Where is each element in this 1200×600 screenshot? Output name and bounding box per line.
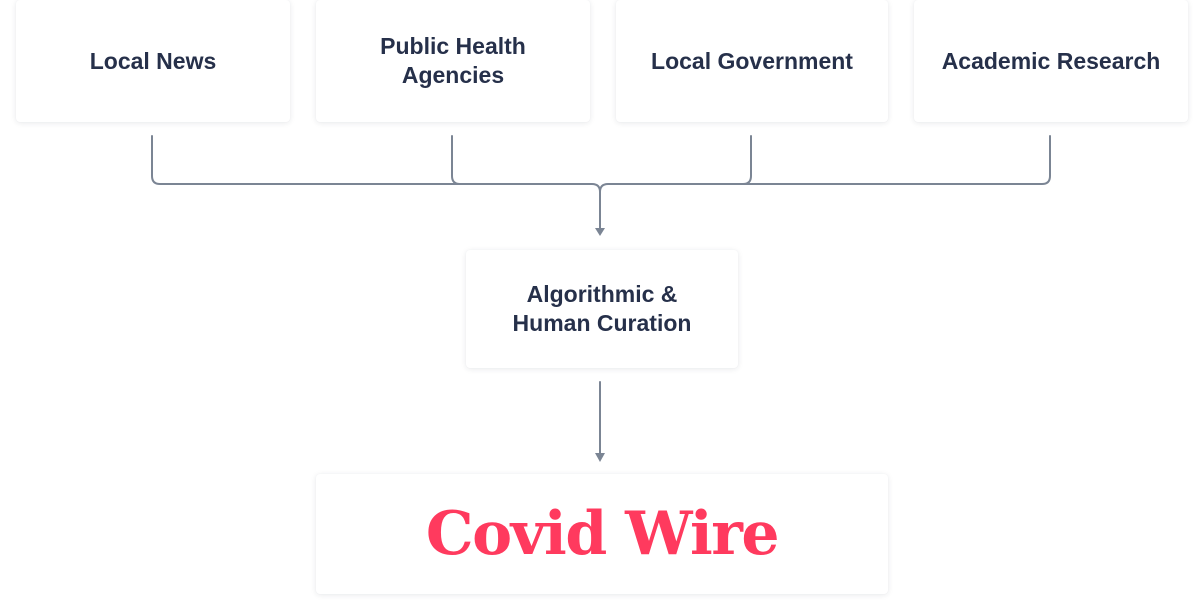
output-card: Covid Wire: [316, 474, 888, 594]
connector-public-health: [451, 135, 461, 185]
source-card-local-government: Local Government: [616, 0, 888, 122]
connector-local-news: [151, 135, 601, 231]
curation-label: Algorithmic & Human Curation: [512, 281, 692, 336]
source-label: Public Health Agencies: [380, 33, 526, 88]
connector-academic-research: [599, 135, 1051, 193]
arrowhead-to-curation: [595, 228, 605, 236]
source-card-public-health-agencies: Public Health Agencies: [316, 0, 590, 122]
connector-local-government: [742, 135, 752, 185]
source-label: Local Government: [651, 47, 853, 74]
source-card-local-news: Local News: [16, 0, 290, 122]
arrowhead-to-output: [595, 453, 605, 462]
curation-card: Algorithmic & Human Curation: [466, 250, 738, 368]
source-label: Local News: [89, 47, 217, 74]
covid-wire-logo: Covid Wire: [425, 499, 780, 569]
source-card-academic-research: Academic Research: [914, 0, 1188, 122]
source-label: Academic Research: [941, 47, 1161, 74]
